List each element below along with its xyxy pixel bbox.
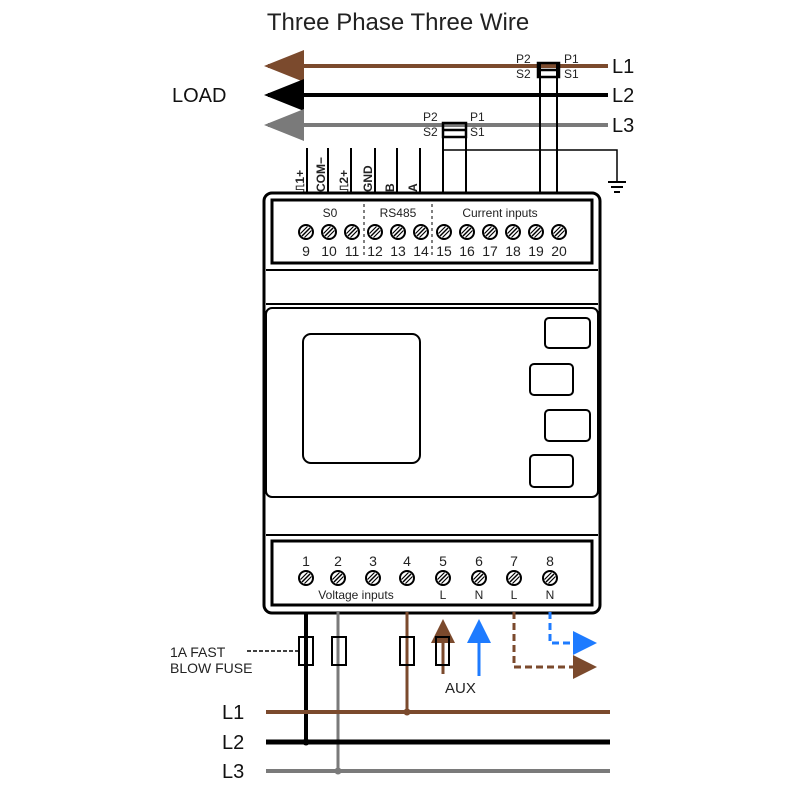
diagram-title: Three Phase Three Wire <box>267 9 529 36</box>
fuse-3 <box>399 636 415 666</box>
ct3-p1: P1 <box>470 110 485 124</box>
terminal-screw-1[interactable] <box>298 570 314 586</box>
label-l3-top: L3 <box>612 115 634 137</box>
fuse-2 <box>331 636 347 666</box>
out-l-dashed-arrow <box>512 612 597 679</box>
terminal-number: 14 <box>413 243 429 259</box>
signal-wire-label: ⎍2+ <box>337 170 351 193</box>
group-label-voltage-inputs: Voltage inputs <box>318 588 393 602</box>
ct3-s2: S2 <box>423 125 438 139</box>
terminal-number: 5 <box>439 553 447 569</box>
out-n-dashed-arrow <box>548 612 597 655</box>
terminal-screw-12[interactable] <box>367 224 383 240</box>
terminal-number: 20 <box>551 243 567 259</box>
fuse-label-line2: BLOW FUSE <box>170 660 252 676</box>
terminal-number: 8 <box>546 553 554 569</box>
ct1-s1: S1 <box>564 67 579 81</box>
terminal-number: 13 <box>390 243 406 259</box>
ct1-p2: P2 <box>516 52 531 66</box>
ground-icon <box>443 149 626 193</box>
aux-terminal-label: N <box>475 588 484 602</box>
meter-button-3[interactable] <box>544 409 591 442</box>
terminal-number: 19 <box>528 243 544 259</box>
current-transformer-l3 <box>441 121 468 197</box>
terminal-number: 3 <box>369 553 377 569</box>
terminal-screw-19[interactable] <box>528 224 544 240</box>
terminal-screw-7[interactable] <box>506 570 522 586</box>
aux-label: AUX <box>445 680 476 697</box>
fuse-1 <box>298 636 314 666</box>
label-l1-bottom: L1 <box>222 702 244 724</box>
ct1-p1: P1 <box>564 52 579 66</box>
terminal-screw-20[interactable] <box>551 224 567 240</box>
meter-button-4[interactable] <box>529 454 574 488</box>
terminal-number: 17 <box>482 243 498 259</box>
signal-wire-label: COM− <box>314 157 328 192</box>
signal-wire-label: GND <box>361 165 375 192</box>
terminal-number: 1 <box>302 553 310 569</box>
group-label-rs485: RS485 <box>380 206 417 220</box>
fuse-4 <box>435 636 450 666</box>
terminal-screw-16[interactable] <box>459 224 475 240</box>
terminal-number: 9 <box>302 243 310 259</box>
label-l3-bottom: L3 <box>222 761 244 783</box>
terminal-number: 18 <box>505 243 521 259</box>
terminal-screw-13[interactable] <box>390 224 406 240</box>
ct3-p2: P2 <box>423 110 438 124</box>
aux-terminal-label: L <box>440 588 447 602</box>
label-l2-bottom: L2 <box>222 732 244 754</box>
ct3-s1: S1 <box>470 125 485 139</box>
fuse-label-line1: 1A FAST <box>170 644 226 660</box>
terminal-number: 4 <box>403 553 411 569</box>
aux-terminal-label: L <box>511 588 518 602</box>
label-l1-top: L1 <box>612 56 634 78</box>
current-transformer-l1 <box>536 61 561 197</box>
terminal-screw-5[interactable] <box>435 570 451 586</box>
terminal-number: 2 <box>334 553 342 569</box>
terminal-screw-10[interactable] <box>321 224 337 240</box>
terminal-screw-4[interactable] <box>399 570 415 586</box>
terminal-number: 12 <box>367 243 383 259</box>
terminal-screw-11[interactable] <box>344 224 360 240</box>
terminal-screw-18[interactable] <box>505 224 521 240</box>
terminal-number: 6 <box>475 553 483 569</box>
terminal-screw-9[interactable] <box>298 224 314 240</box>
group-label-s0: S0 <box>323 206 338 220</box>
terminal-screw-3[interactable] <box>365 570 381 586</box>
meter-button-2[interactable] <box>529 363 574 396</box>
signal-wire-label: B <box>383 183 397 192</box>
signal-wire-label: A <box>406 183 420 192</box>
terminal-screw-14[interactable] <box>413 224 429 240</box>
label-l2-top: L2 <box>612 85 634 107</box>
lcd-display <box>302 333 421 464</box>
aux-terminal-label: N <box>546 588 555 602</box>
terminal-screw-8[interactable] <box>542 570 558 586</box>
terminal-screw-6[interactable] <box>471 570 487 586</box>
ct1-s2: S2 <box>516 67 531 81</box>
group-label-current-inputs: Current inputs <box>462 206 537 220</box>
terminal-number: 10 <box>321 243 337 259</box>
terminal-number: 15 <box>436 243 452 259</box>
meter-button-1[interactable] <box>544 317 591 349</box>
terminal-screw-15[interactable] <box>436 224 452 240</box>
load-label: LOAD <box>172 85 226 107</box>
terminal-number: 11 <box>345 243 360 259</box>
terminal-screw-2[interactable] <box>330 570 346 586</box>
terminal-number: 16 <box>459 243 475 259</box>
meter-body <box>262 191 602 615</box>
signal-wire-label: ⎍1+ <box>293 170 307 193</box>
terminal-number: 7 <box>510 553 518 569</box>
terminal-screw-17[interactable] <box>482 224 498 240</box>
